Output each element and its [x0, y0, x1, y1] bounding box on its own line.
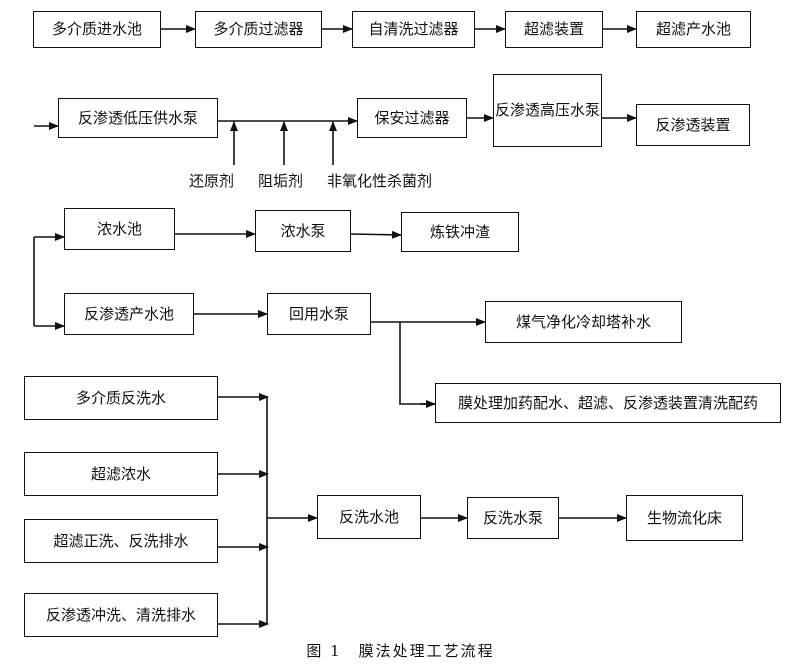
security-filter-box: 保安过滤器: [357, 98, 467, 138]
concentrate-pump-box: 浓水泵: [255, 210, 351, 252]
slag-flush-box: 炼铁冲渣: [401, 212, 519, 252]
row1-box-4: 超滤装置: [505, 11, 603, 48]
branch-product-down: [399, 322, 435, 405]
cooling-tower-makeup-box: 煤气净化冷却塔补水: [485, 301, 682, 343]
arrow-concentrate-2: [350, 230, 402, 239]
ro-hp-pump-line2: 压水泵: [555, 101, 601, 120]
backwash-source-1: 多介质反洗水: [24, 376, 218, 420]
ro-unit-box: 反渗透装置: [636, 104, 750, 146]
backwash-tank-box: 反洗水池: [317, 495, 421, 539]
backwash-source-3: 超滤正洗、反洗排水: [24, 519, 218, 563]
backwash-pump-box: 反洗水泵: [467, 497, 559, 539]
row1-box-2: 多介质过滤器: [195, 11, 322, 48]
dosing-label-biocide: 非氧化性杀菌剂: [327, 172, 433, 190]
concentrate-tank-box: 浓水池: [64, 208, 175, 250]
backwash-source-2: 超滤浓水: [24, 452, 218, 496]
ro-feed-pump-box: 反渗透低压供水泵: [58, 98, 218, 138]
membrane-dosing-box: 膜处理加药配水、超滤、反渗透装置清洗配药: [435, 383, 781, 423]
figure-caption: 图 1 膜法处理工艺流程: [306, 642, 495, 660]
dosing-label-reductant: 还原剂: [189, 172, 235, 190]
row1-box-5: 超滤产水池: [636, 11, 751, 48]
ro-product-tank-box: 反渗透产水池: [64, 293, 194, 335]
ro-hp-pump-line1: 反渗透高: [494, 101, 555, 120]
bio-fluidized-bed-box: 生物流化床: [626, 495, 743, 541]
dosing-label-antiscalant: 阻垢剂: [258, 172, 304, 190]
row1-box-1: 多介质进水池: [33, 11, 161, 48]
row1-box-3: 自清洗过滤器: [352, 11, 475, 48]
ro-hp-pump-box: 反渗透高 压水泵: [493, 74, 602, 147]
reuse-pump-box: 回用水泵: [267, 293, 371, 335]
backwash-source-4: 反渗透冲洗、清洗排水: [24, 593, 218, 637]
